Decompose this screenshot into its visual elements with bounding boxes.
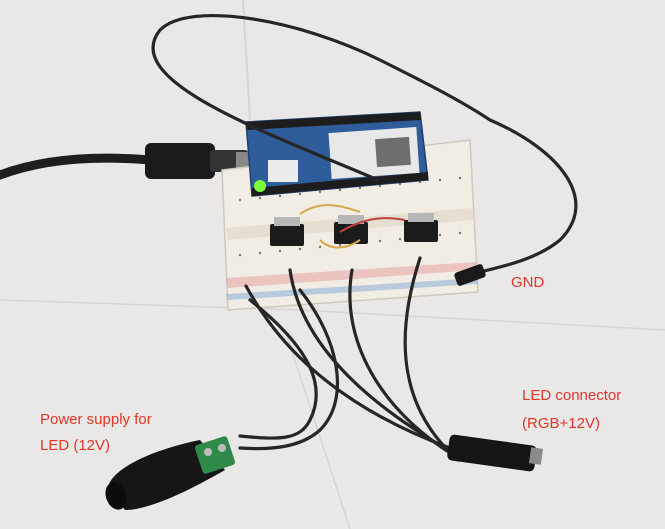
usb-cable [0,143,250,180]
mosfet-1 [270,217,304,246]
power-led [254,180,266,192]
gnd-label: GND [511,274,545,291]
led-connector [447,434,544,472]
mosfet-2 [334,215,368,244]
power-supply-label-line2: LED (12V) [40,437,111,454]
black-wires [151,14,578,462]
jumper-wires [299,204,406,249]
led-connector-label-line1: LED connector [522,387,622,404]
led-connector-label-line2: (RGB+12V) [522,415,600,432]
power-supply-label-line1: Power supply for [40,411,152,428]
gnd-plug [454,264,486,286]
dc-jack [105,436,236,510]
arduino-board [245,111,429,197]
mosfet-3 [404,213,438,242]
mosfets [270,213,438,246]
